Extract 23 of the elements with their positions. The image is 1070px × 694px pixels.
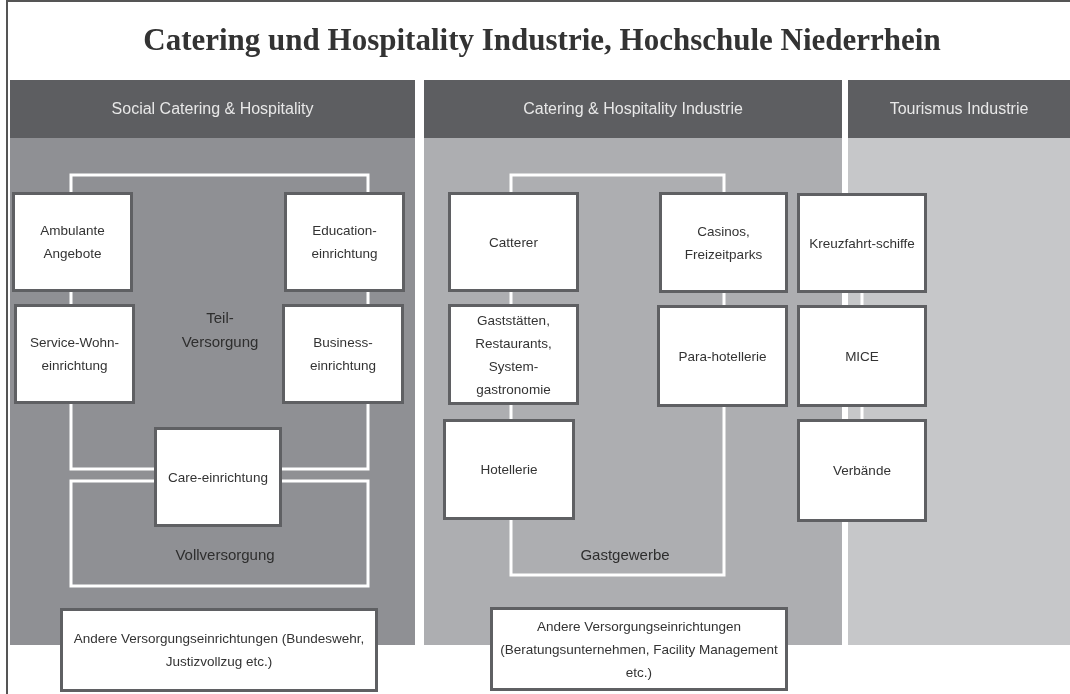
- category-box: Casinos, Freizeitparks: [659, 192, 788, 293]
- category-box: Business-einrichtung: [282, 304, 404, 404]
- category-box: Care-einrichtung: [154, 427, 282, 527]
- category-box: Service-Wohn-einrichtung: [14, 304, 135, 404]
- category-box: Andere Versorgungseinrichtungen (Bundeswehr, Justizvollzug etc.): [60, 608, 378, 692]
- group-label: Vollversorgung: [174, 545, 276, 565]
- category-box: Kreuzfahrt-schiffe: [797, 193, 927, 293]
- category-box: Catterer: [448, 192, 579, 292]
- header-band: Catering & Hospitality Industrie: [424, 80, 842, 138]
- category-box: Andere Versorgungseinrichtungen (Beratungsunternehmen, Facility Management etc.): [490, 607, 788, 691]
- category-box: Education-einrichtung: [284, 192, 405, 292]
- header-band: Tourismus Industrie: [848, 80, 1070, 138]
- category-box: MICE: [797, 305, 927, 407]
- header-band: Social Catering & Hospitality: [10, 80, 415, 138]
- category-box: Gaststätten, Restaurants, System-gastronomie: [448, 304, 579, 405]
- group-label: Gastgewerbe: [579, 545, 671, 565]
- category-box: Verbände: [797, 419, 927, 522]
- category-box: Ambulante Angebote: [12, 192, 133, 292]
- column-panel: [10, 80, 415, 645]
- category-box: Hotellerie: [443, 419, 575, 520]
- group-label: Teil-Versorgung: [180, 308, 260, 352]
- category-box: Para-hotellerie: [657, 305, 788, 407]
- title: Catering und Hospitality Industrie, Hochschule Niederrhein: [142, 20, 942, 59]
